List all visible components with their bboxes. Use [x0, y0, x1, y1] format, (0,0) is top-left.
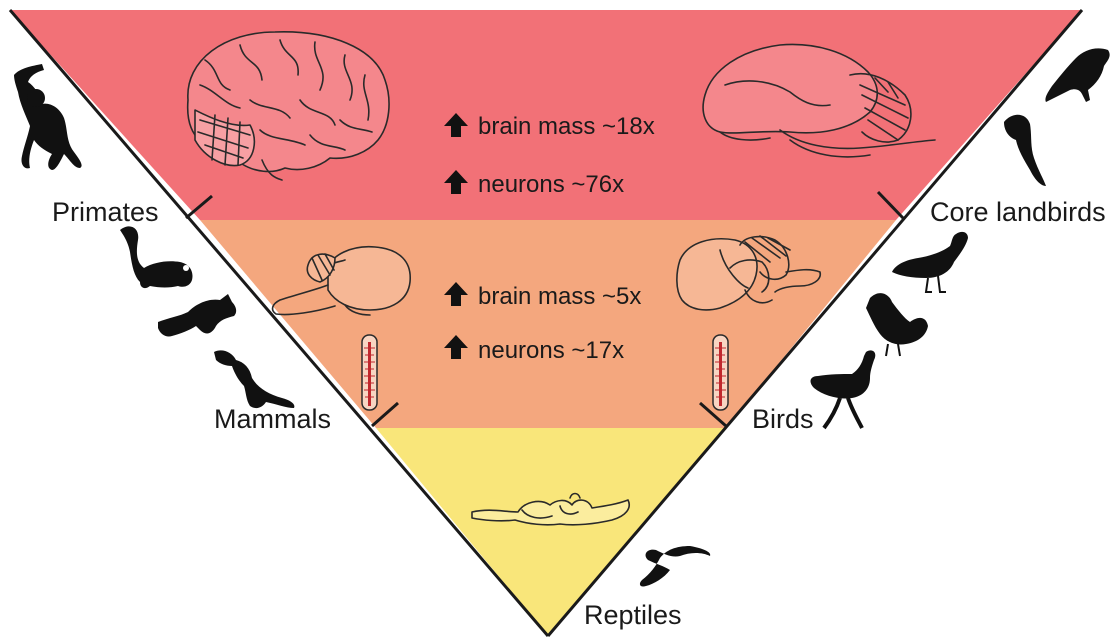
birds-label: Birds: [752, 404, 814, 434]
crow-icon: [1045, 48, 1109, 102]
ostrich-icon: [811, 350, 876, 428]
mammals-birds-band: [200, 220, 896, 428]
middle-brain-mass-stat: brain mass ~5x: [478, 283, 641, 310]
top-brain-mass-stat: brain mass ~18x: [478, 113, 655, 140]
mammals-label: Mammals: [214, 404, 331, 434]
reptiles-label: Reptiles: [584, 600, 682, 630]
middle-neurons-stat: neurons ~17x: [478, 337, 624, 364]
fox-icon: [158, 294, 236, 337]
thermometer-icon: [362, 335, 377, 410]
primates-label: Primates: [52, 197, 159, 227]
core-landbirds-label: Core landbirds: [930, 197, 1106, 227]
rooster-icon: [866, 293, 928, 356]
rat-icon: [120, 226, 193, 288]
kangaroo-icon: [214, 350, 294, 408]
top-neurons-stat: neurons ~76x: [478, 171, 624, 198]
parrot-icon: [1004, 115, 1046, 186]
goose-icon: [892, 232, 968, 292]
lizard-icon: [640, 546, 710, 587]
thermometer-icon: [713, 335, 728, 410]
